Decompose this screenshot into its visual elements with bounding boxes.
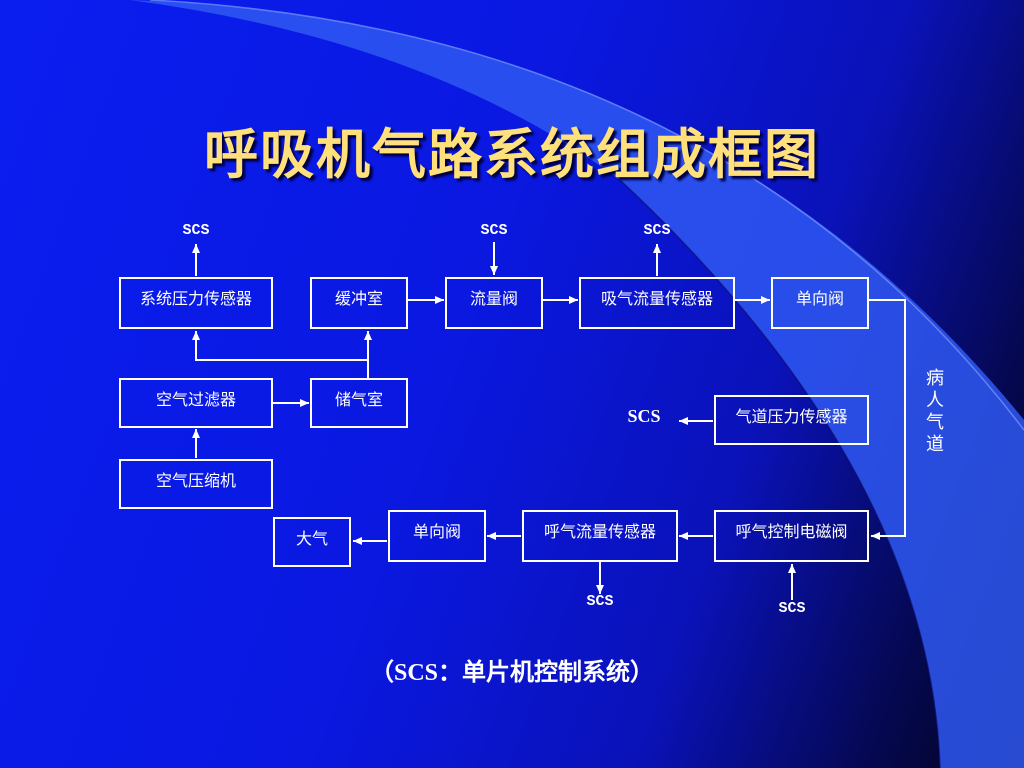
block-check-valve-top: 单向阀 bbox=[771, 277, 869, 329]
block-inhale-flow-sensor: 吸气流量传感器 bbox=[579, 277, 735, 329]
arrow-patient-airway-loop bbox=[869, 299, 906, 540]
block-atmosphere: 大气 bbox=[273, 517, 351, 567]
scs-label-airway-sensor: SCS bbox=[627, 406, 661, 426]
scs-label-exhale-sensor: SCS bbox=[586, 593, 614, 610]
block-air-compressor: 空气压缩机 bbox=[119, 459, 273, 509]
block-airway-pressure-sensor: 气道压力传感器 bbox=[714, 395, 869, 445]
block-flow-valve: 流量阀 bbox=[445, 277, 543, 329]
slide-title: 呼吸机气路系统组成框图 bbox=[204, 123, 820, 186]
block-gas-storage: 储气室 bbox=[310, 378, 408, 428]
block-air-filter: 空气过滤器 bbox=[119, 378, 273, 428]
scs-label-system-sensor: SCS bbox=[182, 222, 210, 239]
patient-airway-label: 病人气道 bbox=[926, 368, 944, 455]
scs-label-flow-valve: SCS bbox=[480, 222, 508, 239]
scs-label-inhale-sensor: SCS bbox=[643, 222, 671, 239]
block-exhale-solenoid-valve: 呼气控制电磁阀 bbox=[714, 510, 869, 562]
scs-label-solenoid: SCS bbox=[778, 600, 806, 617]
background-curve bbox=[149, 0, 1024, 431]
arrow-storage-to-syssensor bbox=[192, 331, 368, 361]
block-buffer-chamber: 缓冲室 bbox=[310, 277, 408, 329]
background-wedge bbox=[130, 0, 1024, 768]
footer-note: （SCS：单片机控制系统） bbox=[369, 660, 655, 686]
background-curve-inner bbox=[619, 179, 941, 768]
block-system-pressure-sensor: 系统压力传感器 bbox=[119, 277, 273, 329]
block-exhale-flow-sensor: 呼气流量传感器 bbox=[522, 510, 678, 562]
block-check-valve-bottom: 单向阀 bbox=[388, 510, 486, 562]
